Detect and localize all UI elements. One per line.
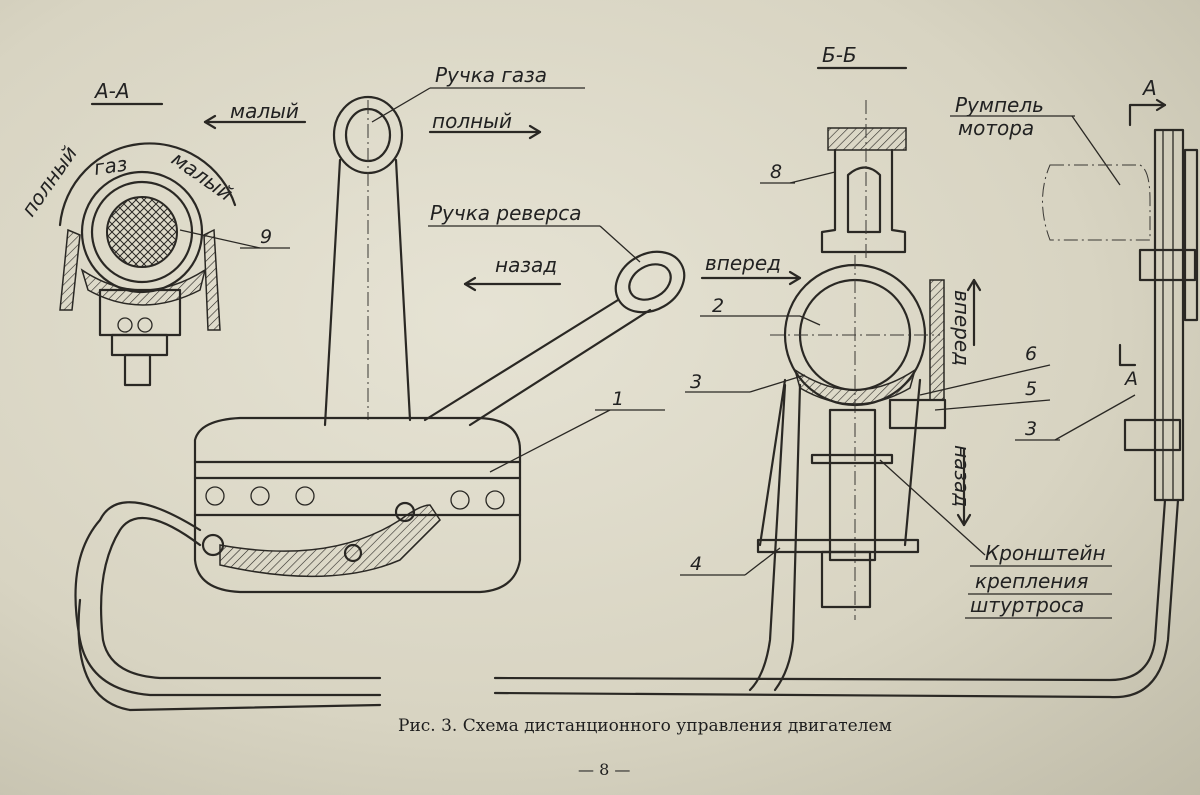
bracket-line-1: Кронштейн [985, 541, 1106, 565]
reverse-handle: Ручка реверса назад вперед [423, 201, 802, 427]
throttle-handle: малый полный Ручка газа [203, 63, 585, 427]
part-5-label: 5 [1025, 378, 1037, 400]
section-aa: А-А полный газ малый 9 [16, 79, 290, 387]
bracket-label: Кронштейн крепления штуртроса [879, 459, 1112, 619]
part-9-label: 9 [260, 226, 272, 248]
arc-arrow [58, 142, 237, 227]
dir-back-label: назад [495, 253, 557, 277]
reverse-handle-label: Ручка реверса [430, 201, 581, 225]
throttle-handle-label: Ручка газа [435, 63, 547, 87]
part-3-label: 3 [690, 371, 702, 393]
part-4-label: 4 [690, 553, 702, 575]
dir-full-label: полный [432, 109, 512, 133]
part-8-label: 8 [770, 161, 782, 183]
section-mark-a: А [1141, 76, 1157, 100]
bb-dir-back-label: назад [950, 445, 974, 507]
section-mark-a-lower: А [1123, 368, 1138, 390]
tiller-line-2: мотора [958, 116, 1034, 140]
bracket-line-3: штуртроса [970, 593, 1084, 617]
dir-low-label: малый [230, 99, 299, 123]
control-box: 1 [193, 388, 665, 594]
part-3b-label: 3 [1025, 418, 1037, 440]
part-1-label: 1 [612, 388, 624, 410]
tiller: Румпель мотора А А 3 [950, 76, 1199, 502]
bracket-line-2: крепления [975, 569, 1088, 593]
part-2-label: 2 [712, 295, 724, 317]
figure-caption: Рис. 3. Схема дистанционного управления … [398, 716, 892, 736]
cables [74, 383, 1180, 712]
bb-dir-forward-label: вперед [950, 290, 974, 366]
section-bb-title: Б-Б [822, 43, 857, 67]
tiller-line-1: Румпель [955, 93, 1044, 117]
dir-forward-label: вперед [705, 251, 781, 275]
section-aa-title: А-А [93, 79, 130, 103]
arc-label-full: полный [16, 142, 82, 221]
part-6-label: 6 [1025, 343, 1037, 365]
page-number: — 8 — [578, 760, 631, 779]
section-bb: Б-Б 8 2 3 4 5 6 вперед назад [680, 43, 1051, 620]
